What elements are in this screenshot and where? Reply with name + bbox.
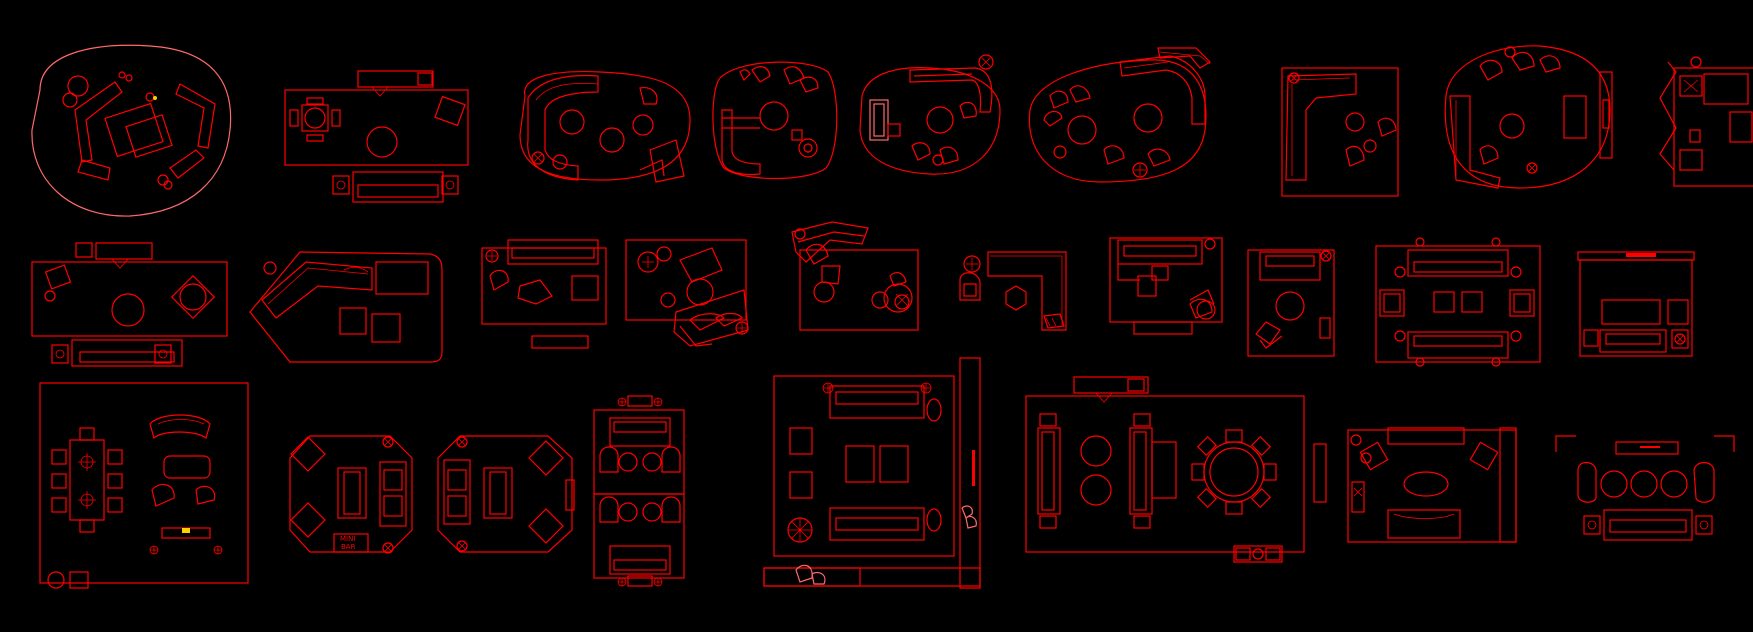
symmetric-lounge-set-18: [1375, 237, 1541, 367]
mini-bar-label-line2: BAR: [341, 543, 356, 551]
mini-bar-label-line1: MINI: [340, 535, 355, 543]
bracket-lounge-set-27: [1555, 435, 1735, 541]
rounded-lounge-set-4: [712, 61, 838, 180]
dining-lounge-set-10: [31, 242, 228, 367]
oval-lounge-set-8: [1444, 45, 1613, 189]
stacked-lounge-set-23: [593, 395, 685, 587]
dining-lounge-set-25: [1025, 376, 1327, 563]
angled-lounge-set-13: [625, 239, 749, 347]
dining-lounge-set-2: [284, 70, 469, 203]
tv-lounge-set-26: [1347, 427, 1517, 543]
curved-sofa-set-3: [519, 71, 691, 183]
square-lounge-set-7: [1281, 67, 1399, 197]
living-room-set-24: [763, 357, 981, 589]
octagon-lounge-set-22: [437, 435, 575, 553]
dining-room-set-20: [39, 382, 249, 589]
angled-lounge-set-11: [249, 251, 443, 363]
angled-lounge-set-14: [791, 221, 919, 331]
edge-lounge-set-9: [1659, 56, 1753, 187]
square-lounge-set-17: [1247, 249, 1335, 357]
round-lounge-set-5: [859, 54, 1001, 175]
l-sofa-set-15: [959, 251, 1067, 331]
lounge-set-16: [1109, 237, 1223, 335]
octagon-lounge-set-21: MINI BAR: [289, 435, 413, 554]
tv-lounge-set-19: [1577, 251, 1695, 357]
oval-lounge-set-1: [31, 44, 232, 217]
large-oval-lounge-set-6: [1028, 47, 1211, 183]
small-lounge-set-12: [481, 239, 607, 349]
